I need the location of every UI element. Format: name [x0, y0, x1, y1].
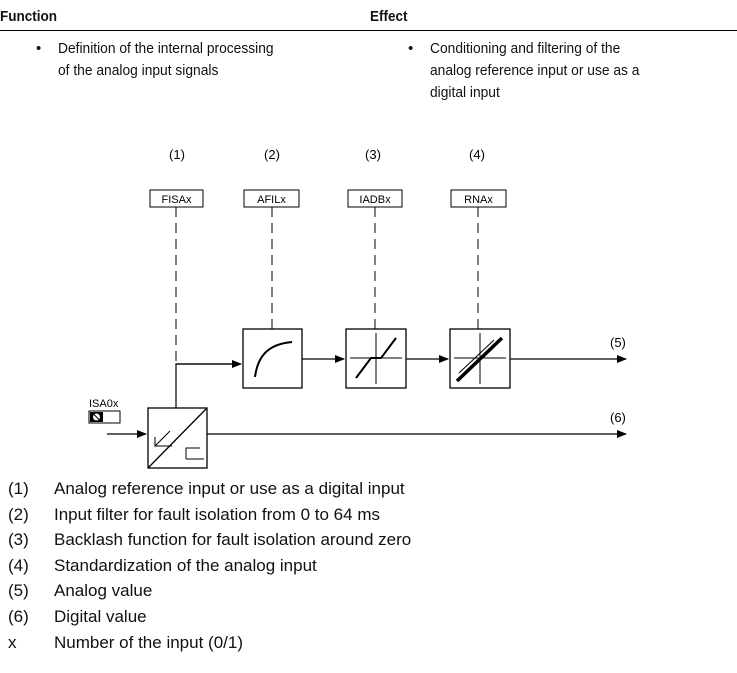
legend-key: (6)	[8, 606, 29, 626]
filter-block	[242, 328, 303, 389]
backlash-block	[345, 328, 407, 389]
input-selector-label: ISA0x	[89, 398, 119, 410]
legend-text: Standardization of the analog input	[54, 555, 317, 575]
input-selector-switch-icon	[88, 410, 121, 424]
function-bullet-line2: of the analog input signals	[58, 62, 219, 79]
param-label-iadbx: IADBx	[359, 194, 391, 206]
legend-text: Analog value	[54, 581, 153, 601]
input-processing-block	[147, 407, 208, 469]
legend-text: Input filter for fault isolation from 0 …	[54, 504, 380, 524]
output-label-analog: (5)	[610, 335, 626, 350]
legend-key: x	[8, 632, 17, 652]
legend-key: (2)	[8, 504, 29, 524]
column-number-3: (3)	[365, 147, 381, 162]
legend-key: (1)	[8, 479, 29, 498]
effect-bullet-line3: digital input	[430, 84, 500, 101]
header-divider	[0, 30, 737, 31]
legend-key: (5)	[8, 581, 29, 601]
function-bullet-line1: Definition of the internal processing	[58, 40, 274, 57]
legend-key: (4)	[8, 555, 29, 575]
legend-text: Digital value	[54, 606, 147, 626]
effect-bullet-line2: analog reference input or use as a	[430, 62, 640, 79]
legend-text: Backlash function for fault isolation ar…	[54, 530, 412, 550]
param-label-afilx: AFILx	[257, 194, 286, 206]
legend-text: Analog reference input or use as a digit…	[54, 479, 405, 498]
legend-key: (3)	[8, 530, 29, 550]
branch-arrow	[175, 363, 232, 408]
effect-bullet-line1: Conditioning and filtering of the	[430, 40, 621, 57]
column-number-2: (2)	[264, 147, 280, 162]
bullet-dot: •	[408, 40, 414, 57]
function-heading: Function	[0, 8, 57, 25]
column-number-1: (1)	[169, 147, 185, 162]
standardization-block	[449, 328, 511, 389]
param-label-rnax: RNAx	[464, 194, 493, 206]
param-label-fisax: FISAx	[162, 194, 192, 206]
column-number-4: (4)	[469, 147, 485, 162]
signal-flow-diagram: (1) (2) (3) (4) FISAx AFILx IADBx RNAx	[88, 147, 627, 469]
output-label-digital: (6)	[610, 410, 626, 425]
legend-text: Number of the input (0/1)	[54, 632, 243, 652]
bullet-dot: •	[36, 40, 42, 57]
effect-heading: Effect	[370, 8, 408, 25]
